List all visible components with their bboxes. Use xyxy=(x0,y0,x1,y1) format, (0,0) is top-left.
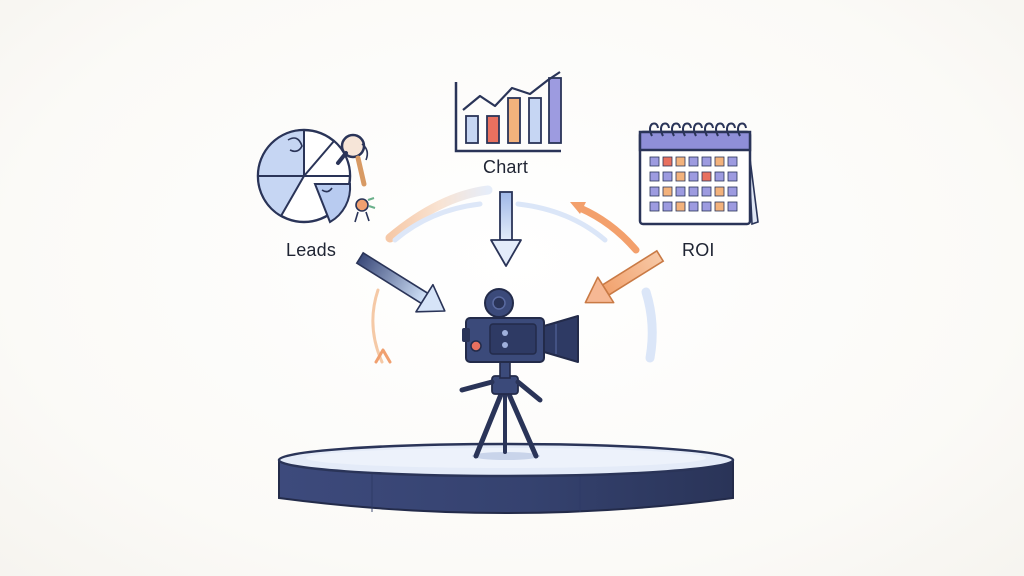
calendar-day-cell xyxy=(649,171,660,182)
calendar-ring xyxy=(715,122,725,137)
calendar-day-cell xyxy=(701,201,712,212)
calendar-day-cell xyxy=(688,201,699,212)
calendar-day-cell xyxy=(714,186,725,197)
chart-label: Chart xyxy=(483,157,529,177)
calendar-day-cell xyxy=(675,201,686,212)
calendar-ring xyxy=(671,122,681,137)
calendar-day-cell xyxy=(688,186,699,197)
calendar-day-cell xyxy=(701,186,712,197)
calendar-ring xyxy=(704,122,714,137)
calendar-ring xyxy=(693,122,703,137)
calendar-day-cell xyxy=(701,171,712,182)
calendar-ring xyxy=(682,122,692,137)
calendar-day-cell xyxy=(662,201,673,212)
chart-bar-icon xyxy=(454,71,562,153)
chart-down-arrow xyxy=(490,191,522,267)
calendar-day-cell xyxy=(727,186,738,197)
calendar-ring xyxy=(726,122,736,137)
flow-arcs xyxy=(371,185,657,364)
roi-label: ROI xyxy=(682,240,715,260)
calendar-day-cell xyxy=(649,201,660,212)
calendar-day-cell xyxy=(727,201,738,212)
leads-arrow xyxy=(355,251,446,313)
calendar-day-cell xyxy=(662,171,673,182)
calendar-day-cell xyxy=(701,156,712,167)
calendar-day-cell xyxy=(714,156,725,167)
calendar-day-cell xyxy=(727,171,738,182)
roi-arrow xyxy=(584,249,665,304)
leads-pie-icon xyxy=(256,128,376,224)
calendar-ring xyxy=(660,122,670,137)
calendar-day-cell xyxy=(727,156,738,167)
calendar-day-cell xyxy=(675,171,686,182)
calendar-ring xyxy=(737,122,747,137)
calendar-day-cell xyxy=(688,171,699,182)
calendar-day-cell xyxy=(649,186,660,197)
calendar-day-cell xyxy=(662,186,673,197)
calendar-ring xyxy=(649,122,659,137)
calendar-day-cell xyxy=(675,186,686,197)
calendar-day-cell xyxy=(688,156,699,167)
leads-label: Leads xyxy=(286,240,337,260)
calendar-day-cell xyxy=(675,156,686,167)
calendar-day-cell xyxy=(714,201,725,212)
roi-calendar-icon xyxy=(638,122,759,226)
calendar-day-cell xyxy=(649,156,660,167)
calendar-day-cell xyxy=(662,156,673,167)
video-camera-on-tripod-icon xyxy=(459,288,579,460)
calendar-day-cell xyxy=(714,171,725,182)
